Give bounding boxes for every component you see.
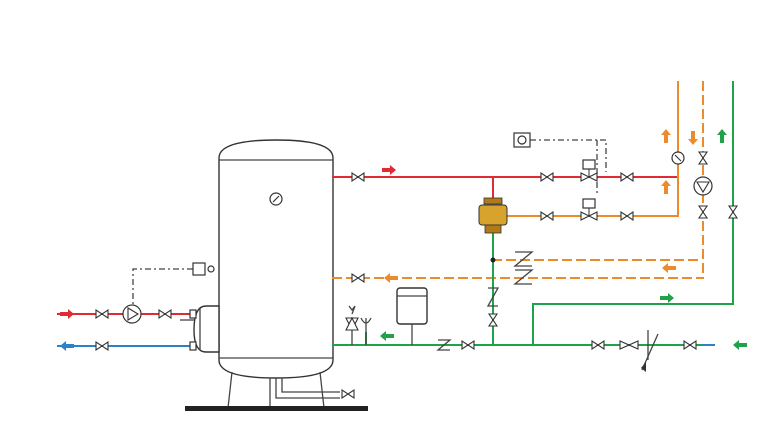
check-valves	[436, 251, 534, 351]
cold-water-lines	[57, 344, 715, 347]
hot-water-lines	[57, 176, 679, 315]
flow-arrow-left-icon	[384, 273, 398, 283]
expansion-vessel	[396, 287, 428, 345]
drain-pipe	[275, 378, 340, 399]
flow-arrows	[60, 129, 747, 351]
tank-fittings	[189, 309, 197, 351]
pressure-reducer	[641, 330, 659, 372]
controller-icon	[192, 132, 531, 276]
flow-arrow-left-icon	[60, 341, 74, 351]
safety-valve	[345, 305, 372, 345]
tank-base-plate	[185, 406, 368, 411]
flow-arrow-left-icon	[733, 340, 747, 350]
circulation-lines	[332, 81, 704, 279]
tank-leg-right	[319, 371, 325, 409]
sensor-box-icon	[192, 262, 206, 276]
actuator-icon	[582, 159, 596, 170]
storage-tank	[180, 139, 368, 411]
heat-exchanger	[193, 305, 220, 353]
flow-arrow-right-icon	[60, 309, 74, 319]
flow-arrow-right-icon	[382, 165, 396, 175]
flow-arrow-up-icon	[661, 129, 671, 143]
tank-leg-left	[227, 371, 233, 409]
flow-arrow-up-icon	[661, 180, 671, 194]
tank-body	[218, 139, 334, 379]
green-lines	[332, 81, 734, 346]
flow-arrow-right-icon	[660, 293, 674, 303]
flow-arrow-left-icon	[662, 263, 676, 273]
flow-arrow-up-icon	[717, 129, 727, 143]
actuator-icon	[582, 198, 596, 209]
flow-arrow-left-icon	[380, 331, 394, 341]
control-lines	[132, 139, 607, 306]
pump-icons	[122, 151, 713, 324]
mixing-valve	[478, 197, 508, 234]
flow-arrow-down-icon	[688, 131, 698, 145]
motorized-valves	[580, 159, 639, 350]
valves	[95, 151, 738, 399]
